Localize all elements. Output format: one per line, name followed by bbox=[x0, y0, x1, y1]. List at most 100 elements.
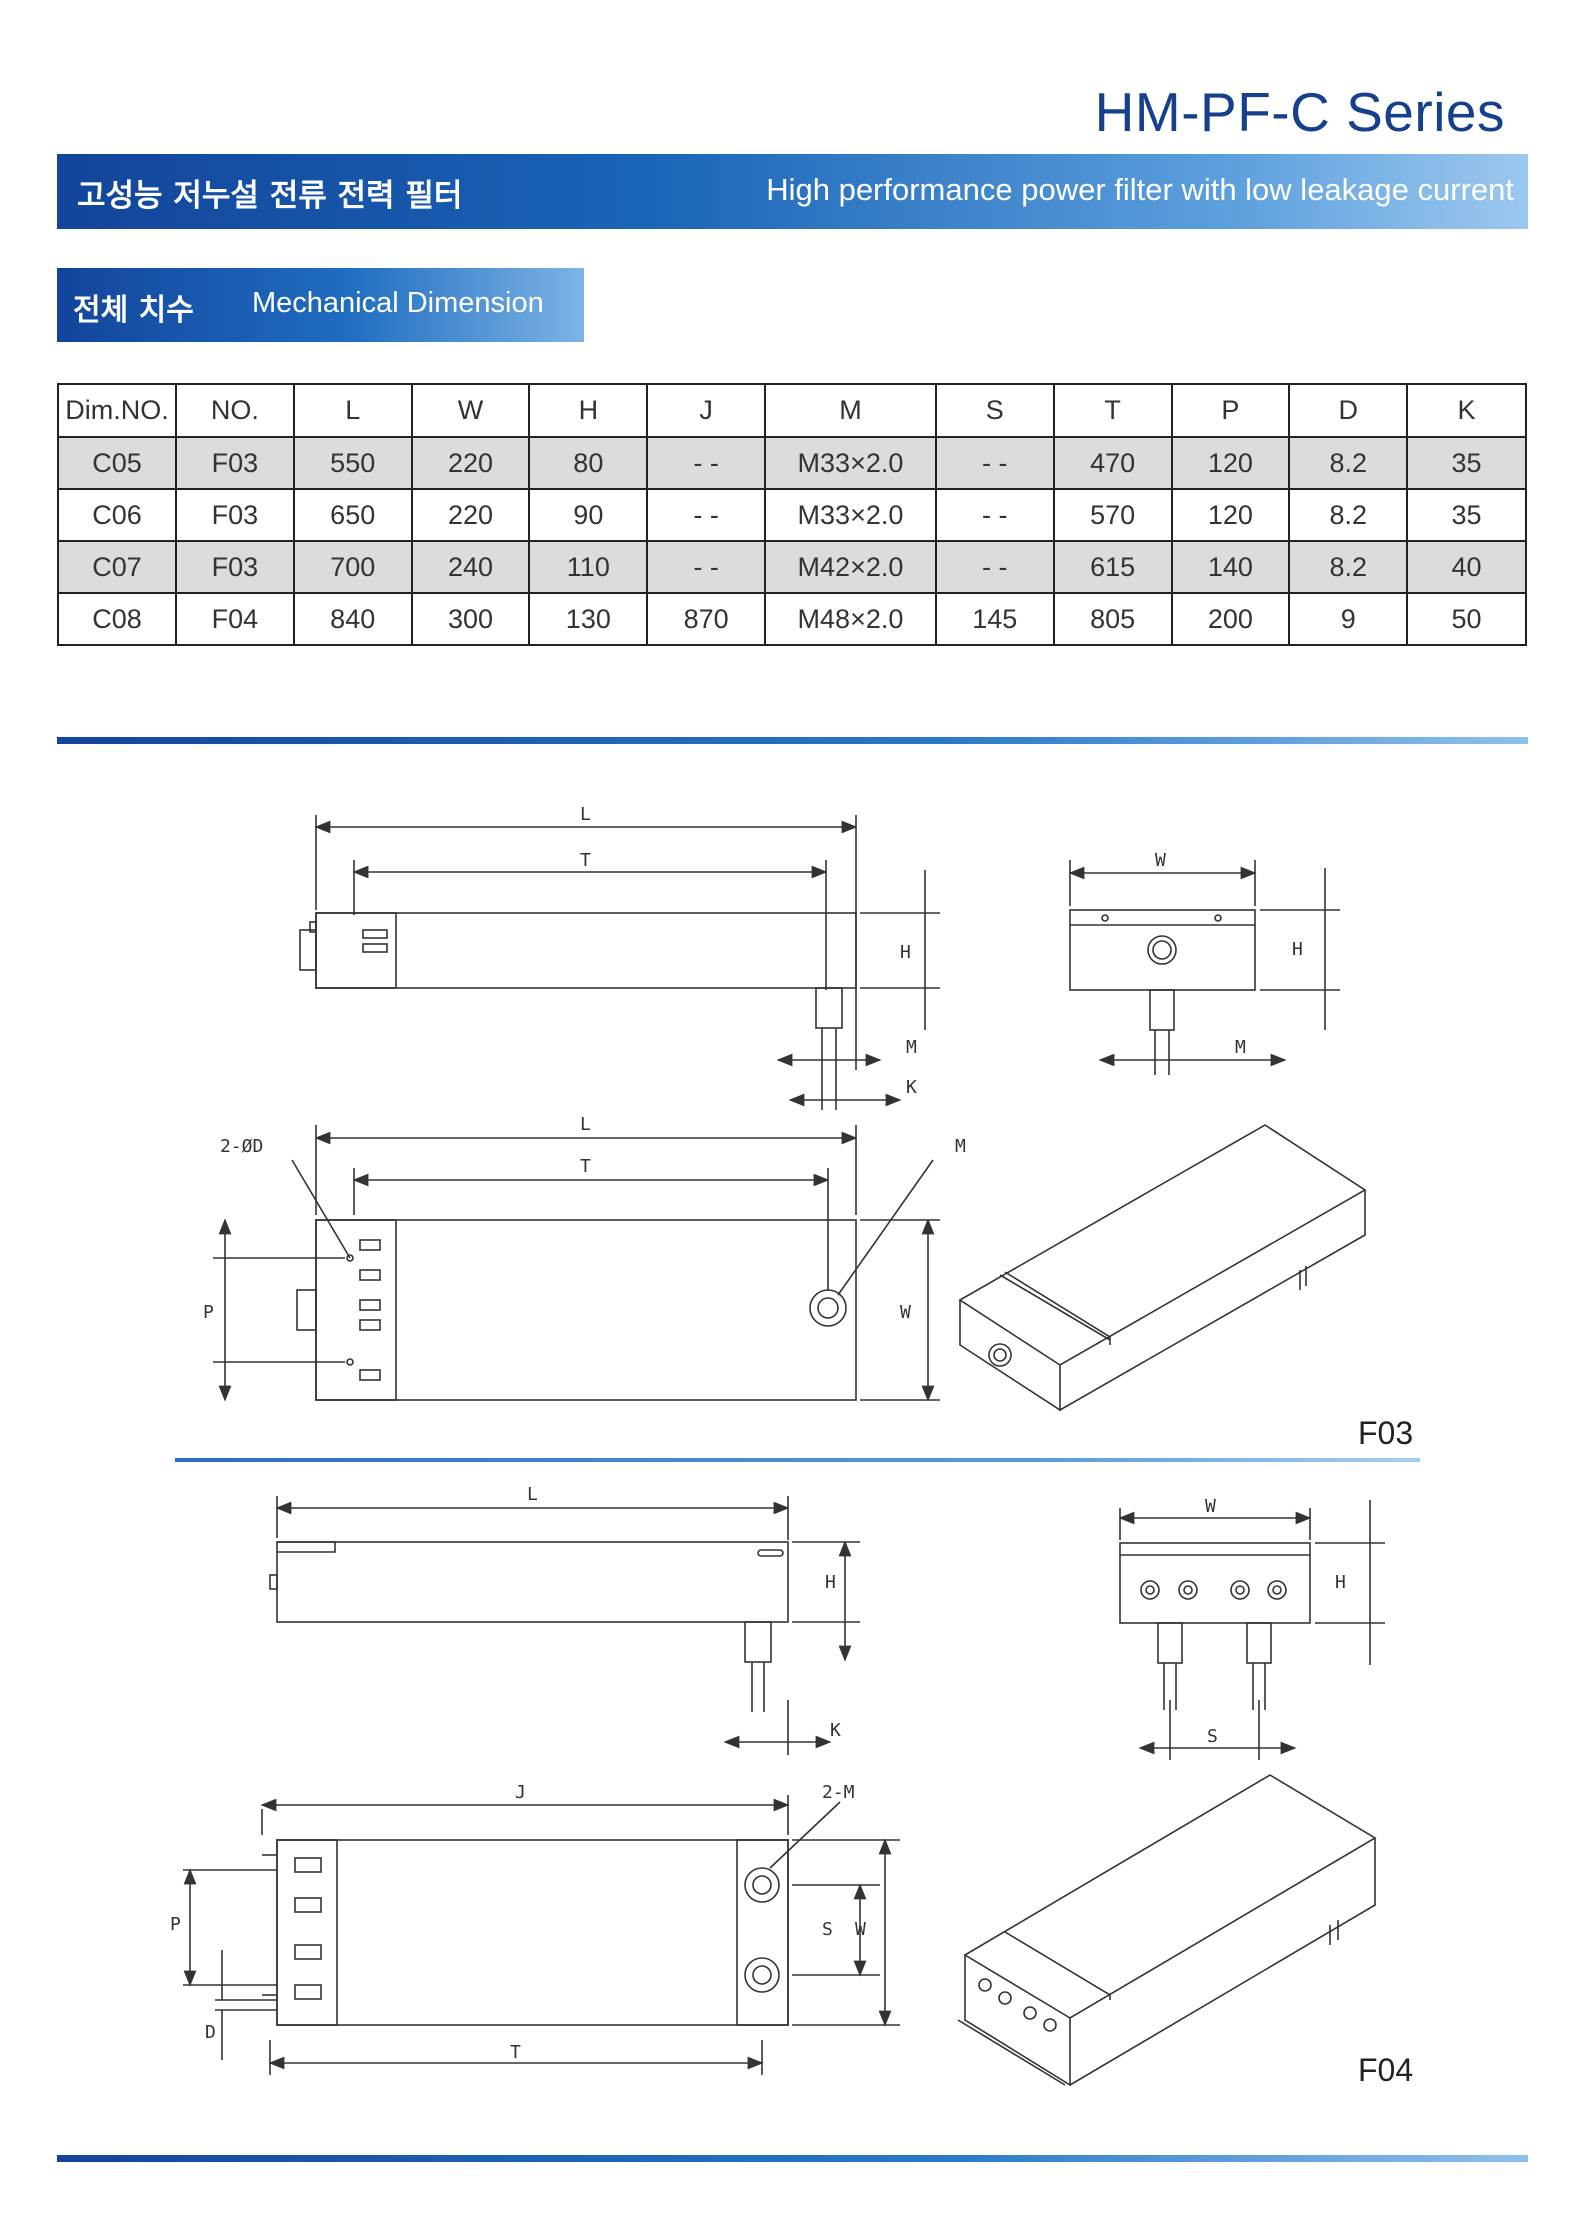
dim-label-k: K bbox=[906, 1077, 917, 1098]
table-cell: 8.2 bbox=[1288, 436, 1409, 490]
table-cell: 240 bbox=[410, 540, 531, 594]
table-cell: 35 bbox=[1406, 436, 1527, 490]
table-header-cell: L bbox=[292, 383, 413, 438]
dim-label-t: T bbox=[580, 850, 591, 871]
section-korean-text: 전체 치수 bbox=[73, 293, 194, 328]
table-cell: 300 bbox=[410, 592, 531, 646]
table-header-row: Dim.NO. NO. L W H J M S T P D K bbox=[57, 383, 1527, 438]
dim-label-w: W bbox=[1155, 850, 1166, 871]
table-cell: C05 bbox=[57, 436, 177, 490]
table-cell: 200 bbox=[1170, 592, 1291, 646]
dim-label-m: M bbox=[906, 1037, 917, 1058]
dim-label-l: L bbox=[527, 1484, 538, 1505]
dim-label-w: W bbox=[855, 1919, 866, 1940]
dim-label-l: L bbox=[580, 1114, 591, 1135]
dim-label-m: M bbox=[1235, 1037, 1246, 1058]
table-cell: - - bbox=[646, 436, 767, 490]
table-cell: 805 bbox=[1052, 592, 1173, 646]
table-cell: M42×2.0 bbox=[764, 540, 937, 594]
table-cell: 140 bbox=[1170, 540, 1291, 594]
dim-label-w: W bbox=[900, 1302, 911, 1323]
divider-middle bbox=[175, 1458, 1420, 1462]
table-header-cell: W bbox=[410, 383, 531, 438]
table-cell: 90 bbox=[528, 488, 649, 542]
table-cell: C08 bbox=[57, 592, 177, 646]
table-row: C08 F04 840 300 130 870 M48×2.0 145 805 … bbox=[57, 592, 1527, 646]
divider-top bbox=[57, 737, 1528, 744]
table-cell: 110 bbox=[528, 540, 649, 594]
dim-label-h: H bbox=[900, 942, 911, 963]
f04-side-view bbox=[269, 1496, 860, 1755]
table-header-cell: K bbox=[1406, 383, 1527, 438]
table-cell: 220 bbox=[410, 488, 531, 542]
dim-label-j: J bbox=[515, 1782, 526, 1803]
table-cell: 550 bbox=[292, 436, 413, 490]
table-cell: M33×2.0 bbox=[764, 436, 937, 490]
table-cell: F03 bbox=[174, 436, 295, 490]
table-header-cell: D bbox=[1288, 383, 1409, 438]
table-header-cell: Dim.NO. bbox=[57, 383, 177, 438]
table-cell: 870 bbox=[646, 592, 767, 646]
table-cell: 840 bbox=[292, 592, 413, 646]
table-cell: F03 bbox=[174, 540, 295, 594]
table-cell: 80 bbox=[528, 436, 649, 490]
table-cell: 8.2 bbox=[1288, 540, 1409, 594]
series-title: HM-PF-C Series bbox=[1094, 81, 1505, 143]
dim-label-h: H bbox=[825, 1572, 836, 1593]
table-cell: - - bbox=[934, 488, 1055, 542]
f04-end-view bbox=[1118, 1500, 1385, 1760]
table-cell: - - bbox=[646, 540, 767, 594]
table-cell: 570 bbox=[1052, 488, 1173, 542]
dim-label-m: M bbox=[955, 1136, 966, 1157]
figure-label-f04: F04 bbox=[1358, 2052, 1414, 2088]
table-cell: 220 bbox=[410, 436, 531, 490]
divider-bottom bbox=[57, 2155, 1528, 2162]
table-header-cell: H bbox=[528, 383, 649, 438]
table-row: C07 F03 700 240 110 - - M42×2.0 - - 615 … bbox=[57, 540, 1527, 594]
banner-korean-text: 고성능 저누설 전류 전력 필터 bbox=[77, 178, 463, 214]
table-cell: - - bbox=[934, 436, 1055, 490]
table-header-cell: P bbox=[1170, 383, 1291, 438]
table-row: C06 F03 650 220 90 - - M33×2.0 - - 570 1… bbox=[57, 488, 1527, 542]
table-cell: 40 bbox=[1406, 540, 1527, 594]
section-english-text: Mechanical Dimension bbox=[252, 287, 544, 319]
dim-label-s: S bbox=[822, 1919, 833, 1940]
f03-end-view bbox=[1068, 860, 1340, 1075]
table-cell: 9 bbox=[1288, 592, 1409, 646]
dim-label-k: K bbox=[830, 1720, 841, 1741]
dim-label-two-m: 2-M bbox=[822, 1782, 855, 1803]
dim-label-p: P bbox=[203, 1302, 214, 1323]
dim-label-w: W bbox=[1205, 1496, 1216, 1517]
dim-label-h: H bbox=[1335, 1572, 1346, 1593]
f03-isometric-view bbox=[958, 1124, 1367, 1412]
f04-isometric-view bbox=[957, 1774, 1377, 2087]
table-cell: 50 bbox=[1406, 592, 1527, 646]
table-cell: 145 bbox=[934, 592, 1055, 646]
table-cell: 700 bbox=[292, 540, 413, 594]
f03-top-view bbox=[213, 1125, 940, 1402]
figure-label-f03: F03 bbox=[1358, 1415, 1414, 1451]
table-cell: - - bbox=[646, 488, 767, 542]
table-cell: 130 bbox=[528, 592, 649, 646]
table-cell: M48×2.0 bbox=[764, 592, 937, 646]
table-cell: F04 bbox=[174, 592, 295, 646]
table-cell: 120 bbox=[1170, 488, 1291, 542]
dim-label-t: T bbox=[580, 1156, 591, 1177]
table-cell: 35 bbox=[1406, 488, 1527, 542]
table-cell: 650 bbox=[292, 488, 413, 542]
table-header-cell: M bbox=[764, 383, 937, 438]
title-banner: 고성능 저누설 전류 전력 필터 High performance power … bbox=[57, 154, 1528, 229]
table-header-cell: T bbox=[1052, 383, 1173, 438]
table-cell: - - bbox=[934, 540, 1055, 594]
table-header-cell: NO. bbox=[174, 383, 295, 438]
banner-english-text: High performance power filter with low l… bbox=[766, 172, 1514, 207]
table-cell: 8.2 bbox=[1288, 488, 1409, 542]
table-row: C05 F03 550 220 80 - - M33×2.0 - - 470 1… bbox=[57, 436, 1527, 490]
table-cell: C07 bbox=[57, 540, 177, 594]
dim-label-h: H bbox=[1292, 939, 1303, 960]
table-header-cell: J bbox=[646, 383, 767, 438]
f04-top-view bbox=[183, 1795, 900, 2075]
dim-label-d: D bbox=[205, 2022, 216, 2043]
table-cell: M33×2.0 bbox=[764, 488, 937, 542]
